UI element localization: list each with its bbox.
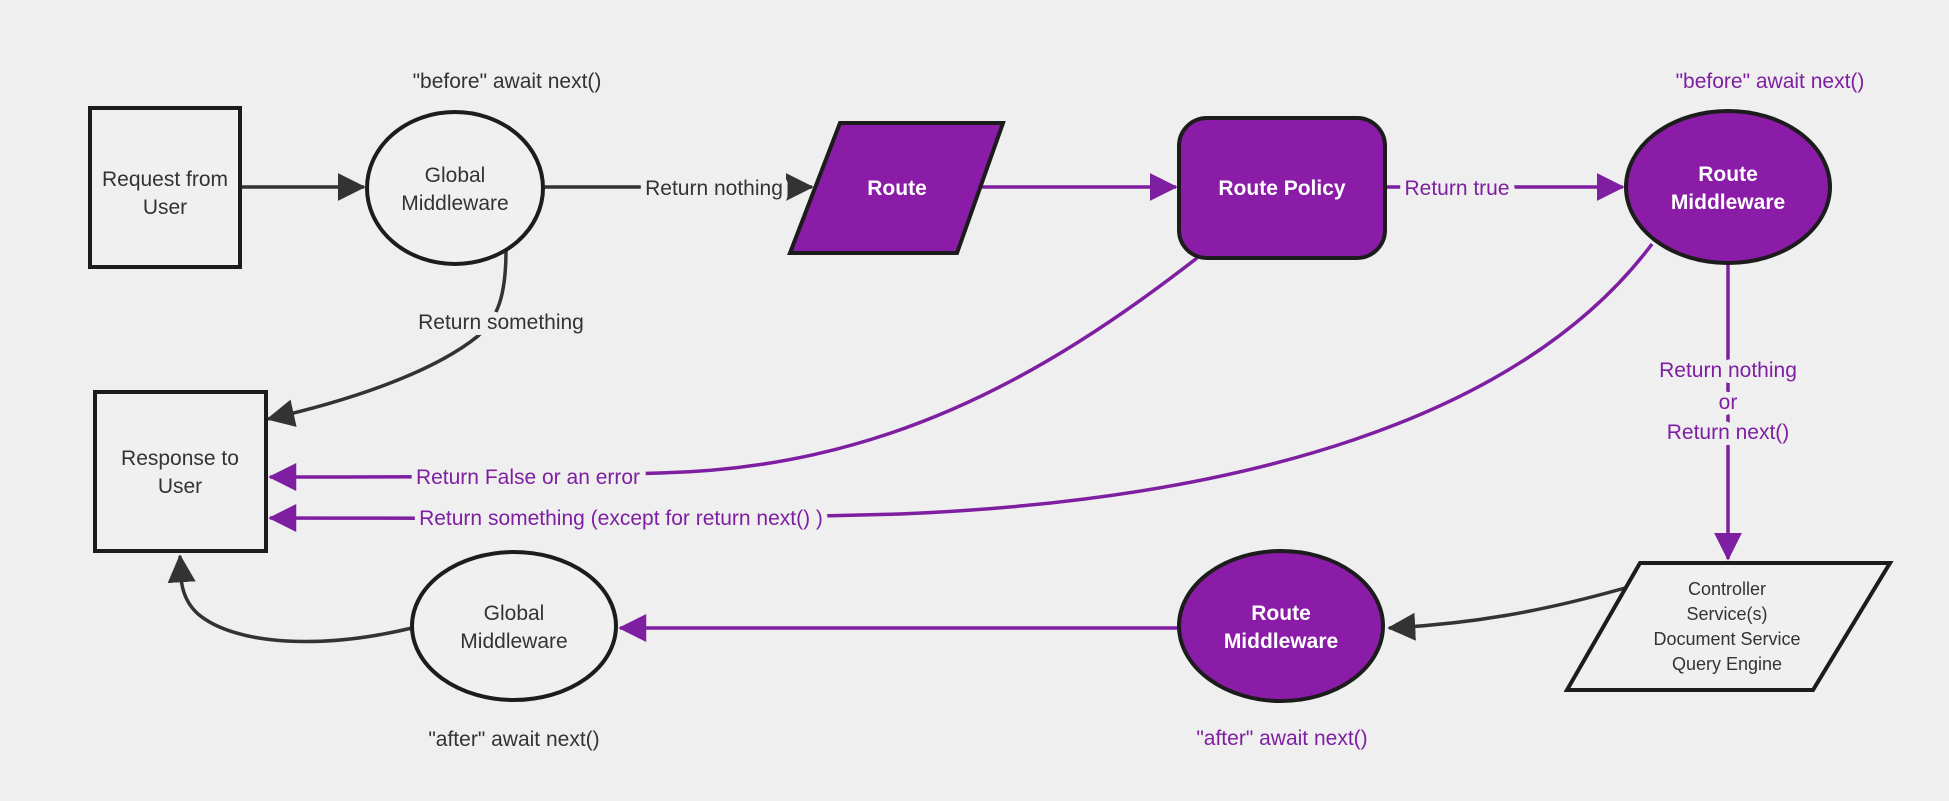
node-route xyxy=(787,121,1006,255)
node-response-to-user xyxy=(93,390,268,553)
node-controller-stack-label-line1: Controller xyxy=(1688,579,1766,599)
node-route-middleware-top xyxy=(1624,109,1832,265)
label-return-something: Return something xyxy=(418,311,584,334)
node-route-policy-label: Route Policy xyxy=(1218,177,1346,200)
edge-route-policy-to-response xyxy=(268,256,1199,491)
label-return-nothing-or-line2: or xyxy=(1719,391,1738,414)
edge-controller-to-route-middleware-bottom xyxy=(1387,586,1626,641)
node-request-from-user-label-line2: User xyxy=(143,196,187,219)
node-global-middleware-bottom xyxy=(410,550,618,702)
node-controller-stack-label-line3: Document Service xyxy=(1653,629,1800,649)
node-route-label: Route xyxy=(867,177,927,200)
label-return-something-except: Return something (except for return next… xyxy=(419,507,823,530)
node-route-middleware-top-label-line2: Middleware xyxy=(1671,191,1785,214)
node-route-middleware-top-label-line1: Route xyxy=(1698,163,1758,186)
label-before-await-next-route: "before" await next() xyxy=(1676,70,1865,93)
node-controller-stack-label-line4: Query Engine xyxy=(1672,654,1782,674)
node-global-middleware-bottom-label-line2: Middleware xyxy=(460,630,567,653)
node-route-policy xyxy=(1177,116,1387,260)
node-global-middleware-bottom-label-line1: Global xyxy=(484,602,545,625)
label-return-nothing-or-line1: Return nothing xyxy=(1659,359,1797,382)
node-request-from-user-label-line1: Request from xyxy=(102,168,228,191)
node-route-middleware-bottom-label-line2: Middleware xyxy=(1224,630,1338,653)
label-after-await-next-route: "after" await next() xyxy=(1196,727,1367,750)
edge-global-middleware-to-response xyxy=(266,249,508,427)
node-global-middleware-top-label-line2: Middleware xyxy=(401,192,508,215)
node-global-middleware-top xyxy=(365,110,545,266)
edge-global-middleware-bottom-to-response xyxy=(167,554,413,644)
node-controller-stack xyxy=(1563,561,1894,692)
label-after-await-next-global: "after" await next() xyxy=(428,728,599,751)
label-return-nothing-or-line3: Return next() xyxy=(1667,421,1790,444)
node-controller-stack-label-line2: Service(s) xyxy=(1686,604,1767,624)
node-route-middleware-bottom xyxy=(1177,549,1385,703)
node-request-from-user xyxy=(88,106,242,269)
label-return-nothing: Return nothing xyxy=(645,177,783,200)
label-return-true: Return true xyxy=(1404,177,1509,200)
label-return-false-or-error: Return False or an error xyxy=(416,466,640,489)
label-before-await-next-global: "before" await next() xyxy=(413,70,602,93)
node-route-middleware-bottom-label-line1: Route xyxy=(1251,602,1311,625)
edge-route-middleware-to-response xyxy=(268,242,1654,533)
node-response-to-user-label-line1: Response to xyxy=(121,447,239,470)
node-response-to-user-label-line2: User xyxy=(158,475,202,498)
node-global-middleware-top-label-line1: Global xyxy=(425,164,486,187)
